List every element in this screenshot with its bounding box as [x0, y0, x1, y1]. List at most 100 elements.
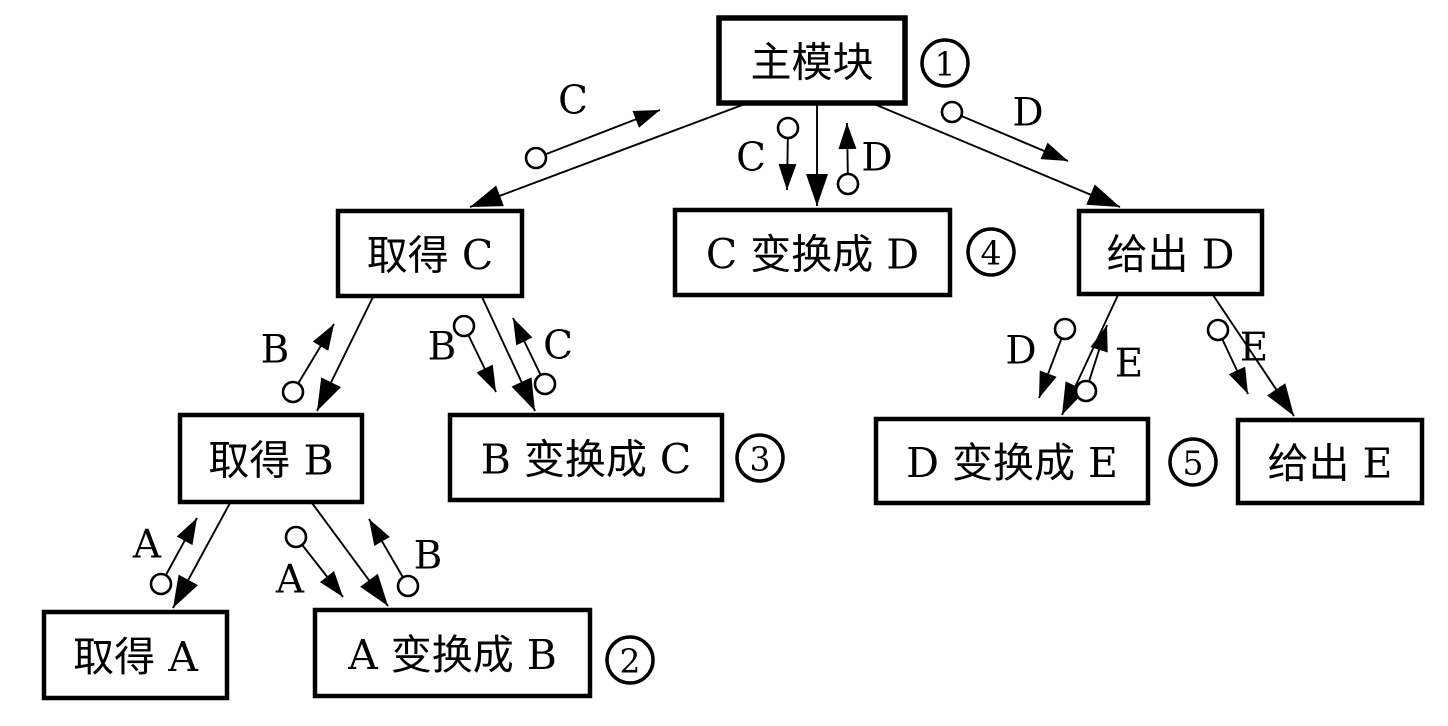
data-couple-arrowhead-icon: [1228, 366, 1248, 394]
call-line: [873, 103, 1121, 208]
module-box: [41, 609, 230, 701]
call-arrowhead-icon: [806, 174, 828, 206]
module-box: [447, 412, 725, 503]
data-couple-a-10: A: [132, 517, 198, 596]
data-couple-label: A: [132, 523, 162, 568]
step-badge-circle-icon: [966, 227, 1016, 277]
data-couple-b-4: B: [261, 323, 335, 404]
data-couple-tail-circle-icon: [452, 314, 476, 338]
call-arrowhead-icon: [470, 185, 504, 207]
data-couple-tail-circle-icon: [1074, 379, 1098, 403]
module-get-b: 取得 B: [177, 412, 365, 505]
data-couple-tail-circle-icon: [281, 380, 305, 404]
data-couple-b-12: B: [368, 518, 443, 598]
step-badge-1: 1: [920, 38, 970, 88]
data-couple-arrowhead-icon: [1090, 325, 1108, 353]
module-label: A 变换成 B: [347, 631, 557, 679]
data-couple-label: D: [861, 136, 892, 181]
module-box: [672, 207, 953, 298]
data-couple-arrowhead-icon: [838, 123, 857, 150]
step-badge-digit: 4: [981, 234, 1002, 273]
call-edge-get-b-a-to-b: [311, 502, 389, 607]
data-couple-label: B: [414, 534, 443, 579]
data-couple-tail-circle-icon: [1206, 318, 1230, 342]
data-couple-a-11: A: [275, 525, 344, 603]
module-c-to-d: C 变换成 D 4: [672, 207, 1016, 298]
data-couple-tail-circle-icon: [776, 116, 800, 140]
module-get-c: 取得 C: [335, 208, 525, 299]
step-badge-3: 3: [735, 433, 785, 483]
data-couple-arrowhead-icon: [1040, 142, 1068, 161]
module-box: [873, 416, 1151, 506]
module-box: [312, 607, 593, 699]
data-couple-label: E: [1115, 342, 1143, 387]
module-box: [716, 15, 908, 106]
data-couple-d-3: D: [940, 91, 1069, 162]
data-couple-arrowhead-icon: [176, 518, 197, 546]
data-couple-tail-circle-icon: [149, 572, 173, 596]
step-badge-digit: 3: [750, 440, 771, 479]
step-badge-circle-icon: [605, 635, 655, 685]
call-arrowhead-icon: [360, 573, 388, 606]
module-box: [177, 412, 365, 505]
data-couple-arrowhead-icon: [476, 364, 496, 392]
data-couple-d-7: D: [1005, 317, 1077, 399]
step-badge-4: 4: [966, 227, 1016, 277]
data-couple-c-6: C: [512, 317, 573, 396]
module-get-a: 取得 A: [41, 609, 230, 701]
data-couple-arrowhead-icon: [1039, 370, 1057, 398]
call-line: [469, 103, 746, 208]
call-edge-main-c-to-d: [806, 103, 828, 206]
module-b-to-c: B 变换成 C 3: [447, 412, 785, 503]
step-badge-digit: 1: [935, 45, 956, 84]
data-couple-tail-circle-icon: [940, 100, 964, 124]
data-couple-tail-circle-icon: [533, 372, 557, 396]
module-label: C 变换成 D: [706, 231, 919, 279]
module-label: 取得 A: [73, 633, 199, 681]
call-arrowhead-icon: [1086, 184, 1120, 207]
call-edge-get-c-b-to-c: [481, 296, 536, 412]
step-badge-circle-icon: [920, 38, 970, 88]
data-couple-label: B: [428, 325, 457, 370]
module-label: 给出 D: [1107, 231, 1235, 279]
data-couple-label: D: [1005, 329, 1036, 374]
call-edge-get-c-get-b: [316, 296, 374, 412]
data-couple-c-0: C: [524, 79, 661, 170]
call-edge-get-b-get-a: [172, 502, 231, 609]
call-arrowhead-icon: [173, 574, 198, 608]
data-couple-label: A: [275, 558, 305, 603]
data-couple-arrowhead-icon: [319, 570, 343, 597]
data-couple-tail-circle-icon: [524, 146, 548, 170]
module-box: [1076, 208, 1265, 297]
module-label: 取得 C: [367, 232, 493, 280]
step-badge-5: 5: [1168, 437, 1218, 487]
call-edge-main-get-c: [469, 103, 746, 208]
data-couple-label: C: [558, 79, 588, 124]
data-couple-c-1: C: [736, 116, 800, 191]
data-couple-b-5: B: [428, 314, 497, 393]
step-badge-circle-icon: [735, 433, 785, 483]
module-label: 给出 E: [1268, 440, 1393, 488]
data-couple-label: B: [261, 328, 290, 373]
data-couple-tail-circle-icon: [284, 525, 308, 549]
call-arrowhead-icon: [317, 377, 341, 411]
module-box: [1235, 417, 1425, 506]
module-a-to-b: A 变换成 B 2: [312, 607, 655, 699]
step-badge-2: 2: [605, 635, 655, 685]
data-couple-arrowhead-icon: [513, 318, 533, 346]
data-couple-arrowhead-icon: [312, 324, 334, 351]
step-badge-digit: 2: [620, 642, 641, 681]
data-couple-label: E: [1240, 326, 1268, 371]
data-couple-arrowhead-icon: [369, 519, 390, 546]
data-couple-label: C: [736, 136, 766, 181]
module-label: 取得 B: [208, 437, 333, 485]
step-badge-circle-icon: [1168, 437, 1218, 487]
module-give-d: 给出 D: [1076, 208, 1265, 297]
module-label: B 变换成 C: [481, 436, 692, 484]
data-couple-arrowhead-icon: [632, 110, 660, 128]
call-arrowhead-icon: [511, 377, 535, 411]
data-couple-tail-circle-icon: [836, 172, 860, 196]
